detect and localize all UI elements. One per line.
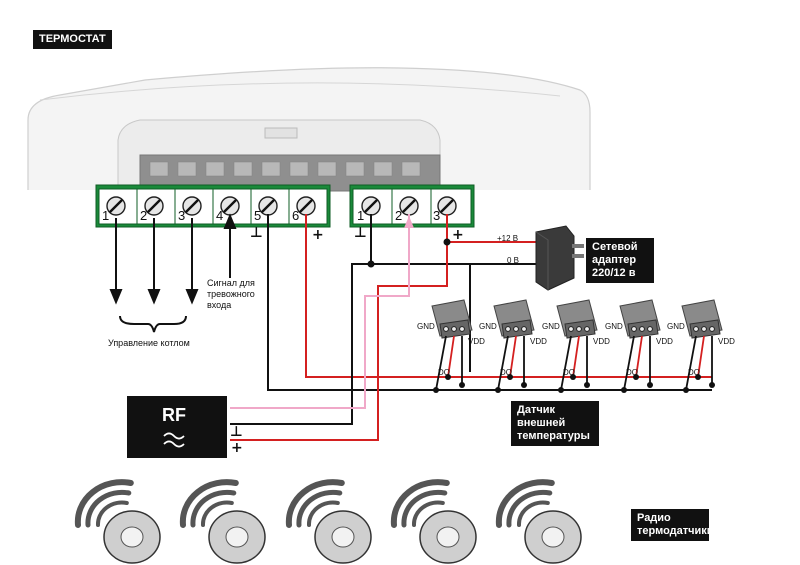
vdd-label: VDD	[656, 337, 673, 346]
screw	[361, 196, 381, 216]
terminal-number: 3	[433, 208, 441, 223]
ground-symbol: ⊥	[354, 225, 367, 241]
thermostat-title: ТЕРМОСТАТ	[33, 30, 112, 49]
adapter-12v-label: +12 В	[497, 234, 519, 243]
gnd-label: GND	[479, 322, 497, 331]
gnd-label: GND	[542, 322, 560, 331]
boiler-control-arrows	[109, 213, 237, 305]
radio-sensor	[285, 479, 372, 564]
external-sensor-label: Датчик внешней температуры	[511, 401, 599, 446]
dq-label: DQ	[626, 368, 638, 377]
screw	[296, 196, 316, 216]
radio-sensors	[74, 479, 582, 564]
plus-symbol: +	[231, 440, 243, 456]
radio-sensor	[74, 479, 161, 564]
vdd-label: VDD	[593, 337, 610, 346]
terminal-number: 1	[357, 208, 365, 223]
dq-label: DQ	[688, 368, 700, 377]
screw	[144, 196, 164, 216]
wired-sensor	[493, 299, 535, 393]
wired-sensor	[619, 299, 661, 393]
wired-sensor	[681, 299, 723, 393]
wired-sensor	[556, 299, 598, 393]
gnd-label: GND	[667, 322, 685, 331]
gnd-label: GND	[605, 322, 623, 331]
terminal-number: 6	[292, 208, 300, 223]
wired-sensors	[431, 299, 723, 393]
screw	[182, 196, 202, 216]
radio-sensor	[495, 479, 582, 564]
radio-sensors-label: Радио термодатчики	[631, 509, 714, 541]
terminal-screws	[106, 196, 457, 216]
vdd-label: VDD	[718, 337, 735, 346]
vdd-label: VDD	[468, 337, 485, 346]
ground-symbol: ⊥	[230, 424, 243, 440]
vdd-label: VDD	[530, 337, 547, 346]
rf-module	[127, 396, 227, 458]
boiler-brace	[119, 315, 187, 333]
power-adapter	[535, 225, 584, 291]
ground-symbol: ⊥	[250, 225, 263, 241]
terminal-block-left	[95, 184, 331, 228]
screw	[106, 196, 126, 216]
adapter-0v-label: 0 В	[507, 256, 520, 265]
terminal-number: 5	[254, 208, 262, 223]
alarm-signal-label: Сигнал для тревожного входа	[207, 278, 255, 310]
dq-label: DQ	[438, 368, 450, 377]
dq-label: DQ	[563, 368, 575, 377]
terminal-number: 2	[140, 208, 148, 223]
terminal-number: 2	[395, 208, 403, 223]
screw	[220, 196, 240, 216]
boiler-control-label: Управление котлом	[108, 338, 190, 348]
adapter-label: Сетевой адаптер 220/12 в	[586, 238, 654, 283]
terminal-number: 1	[102, 208, 110, 223]
connector-slot	[264, 127, 298, 139]
screw	[437, 196, 457, 216]
radio-sensor	[179, 479, 266, 564]
gnd-label: GND	[417, 322, 435, 331]
screw	[399, 196, 419, 216]
terminal-number: 3	[178, 208, 186, 223]
plus-symbol: +	[452, 227, 464, 243]
rf-label: RF	[162, 405, 186, 425]
radio-sensor	[390, 479, 477, 564]
screw	[258, 196, 278, 216]
dq-label: DQ	[500, 368, 512, 377]
wired-sensor	[431, 299, 473, 393]
plus-symbol: +	[312, 227, 324, 243]
terminal-number: 4	[216, 208, 224, 223]
